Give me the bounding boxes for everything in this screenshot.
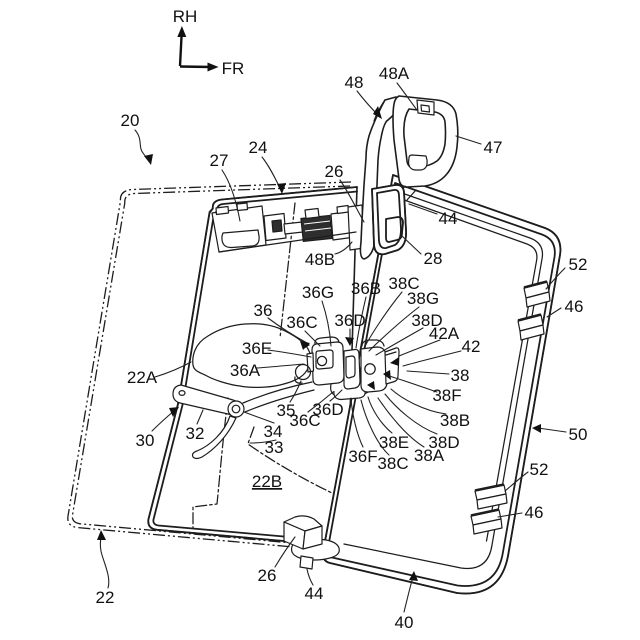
svg-text:36: 36 xyxy=(254,301,273,320)
svg-text:32: 32 xyxy=(186,424,205,443)
svg-text:38G: 38G xyxy=(407,289,439,308)
svg-text:36A: 36A xyxy=(230,361,261,380)
svg-text:36B: 36B xyxy=(351,279,381,298)
svg-text:34: 34 xyxy=(264,422,283,441)
svg-text:27: 27 xyxy=(210,151,229,170)
svg-text:44: 44 xyxy=(305,584,324,603)
svg-text:26: 26 xyxy=(258,566,277,585)
svg-text:38D: 38D xyxy=(428,433,459,452)
svg-text:42A: 42A xyxy=(429,324,460,343)
svg-text:36C: 36C xyxy=(286,313,317,332)
svg-text:28: 28 xyxy=(424,249,443,268)
svg-text:22A: 22A xyxy=(127,368,158,387)
svg-text:50: 50 xyxy=(569,425,588,444)
svg-text:47: 47 xyxy=(484,138,503,157)
svg-text:48: 48 xyxy=(345,73,364,92)
svg-text:36E: 36E xyxy=(242,339,272,358)
svg-text:48A: 48A xyxy=(379,64,410,83)
svg-text:46: 46 xyxy=(565,297,584,316)
svg-text:36F: 36F xyxy=(348,447,377,466)
svg-text:38D: 38D xyxy=(411,311,442,330)
svg-text:38E: 38E xyxy=(379,433,409,452)
svg-text:35: 35 xyxy=(277,401,296,420)
svg-text:24: 24 xyxy=(249,138,268,157)
svg-text:52: 52 xyxy=(569,255,588,274)
svg-text:46: 46 xyxy=(525,503,544,522)
svg-text:44: 44 xyxy=(439,209,458,228)
svg-text:RH: RH xyxy=(173,7,198,26)
svg-text:22B: 22B xyxy=(252,472,282,491)
svg-text:20: 20 xyxy=(121,111,140,130)
svg-text:36D: 36D xyxy=(312,400,343,419)
svg-text:40: 40 xyxy=(395,613,414,632)
svg-text:36G: 36G xyxy=(302,283,334,302)
svg-text:38C: 38C xyxy=(377,454,408,473)
svg-text:38: 38 xyxy=(451,366,470,385)
svg-text:36D: 36D xyxy=(334,311,365,330)
svg-text:38F: 38F xyxy=(432,386,461,405)
svg-text:48B: 48B xyxy=(305,250,335,269)
svg-text:33: 33 xyxy=(265,438,284,457)
svg-text:42: 42 xyxy=(462,337,481,356)
svg-text:36C: 36C xyxy=(289,411,320,430)
svg-text:FR: FR xyxy=(222,59,245,78)
svg-text:38C: 38C xyxy=(388,274,419,293)
svg-text:30: 30 xyxy=(136,431,155,450)
svg-text:38B: 38B xyxy=(440,411,470,430)
svg-text:26: 26 xyxy=(325,162,344,181)
svg-text:38A: 38A xyxy=(414,446,445,465)
svg-text:52: 52 xyxy=(530,460,549,479)
svg-text:22: 22 xyxy=(96,588,115,607)
